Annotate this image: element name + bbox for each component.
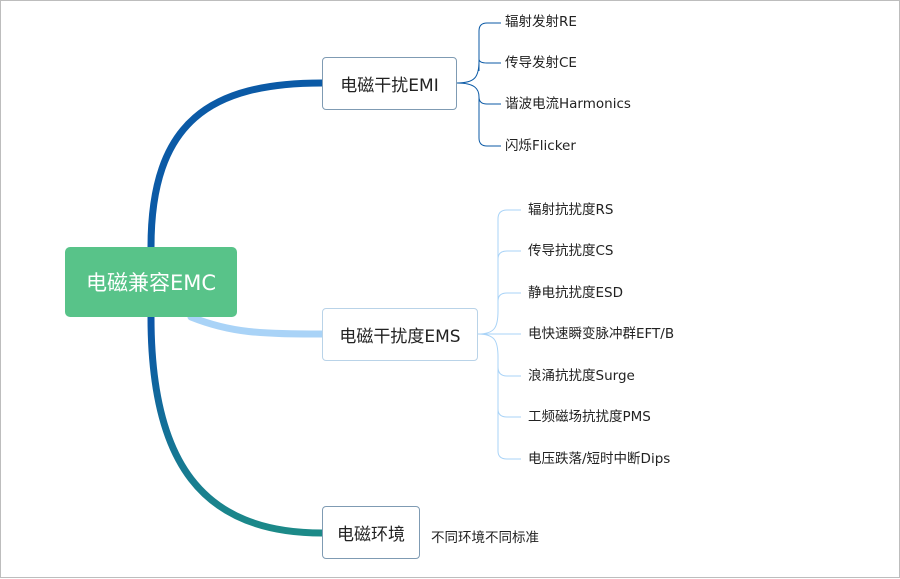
connector-ems-6 bbox=[497, 366, 521, 377]
leaf-ems-pms[interactable]: 工频磁场抗扰度PMS bbox=[528, 409, 651, 425]
leaf-ems-esd[interactable]: 静电抗扰度ESD bbox=[528, 285, 623, 301]
connector-ems-5 bbox=[477, 333, 521, 460]
leaf-ems-cs[interactable]: 传导抗扰度CS bbox=[528, 243, 614, 259]
topic-ems[interactable]: 电磁干扰度EMS bbox=[322, 308, 478, 361]
connector-ems-2 bbox=[497, 250, 521, 260]
leaf-emi-harmonics[interactable]: 谐波电流Harmonics bbox=[505, 96, 631, 112]
leaf-ems-dips[interactable]: 电压跌落/短时中断Dips bbox=[528, 451, 671, 467]
branch-env bbox=[147, 313, 326, 537]
root-node[interactable]: 电磁兼容EMC bbox=[65, 247, 237, 317]
connector-emi-4 bbox=[478, 97, 501, 147]
leaf-ems-eft[interactable]: 电快速瞬变脉冲群EFT/B bbox=[528, 326, 675, 342]
branch-emi bbox=[147, 79, 326, 251]
connector-ems-7 bbox=[497, 408, 521, 418]
leaf-emi-re[interactable]: 辐射发射RE bbox=[505, 14, 577, 30]
env-note: 不同环境不同标准 bbox=[431, 530, 539, 546]
topic-emi[interactable]: 电磁干扰EMI bbox=[322, 57, 457, 110]
connector-emi-2 bbox=[478, 58, 501, 71]
leaf-ems-rs[interactable]: 辐射抗扰度RS bbox=[528, 202, 614, 218]
branch-ems bbox=[187, 313, 326, 338]
leaf-emi-ce[interactable]: 传导发射CE bbox=[505, 55, 577, 71]
topic-env[interactable]: 电磁环境 bbox=[322, 506, 420, 559]
leaf-emi-flicker[interactable]: 闪烁Flicker bbox=[505, 138, 576, 154]
connector-ems-3 bbox=[497, 292, 521, 302]
connector-emi-1 bbox=[456, 22, 501, 84]
connector-ems-1 bbox=[477, 209, 521, 335]
leaf-ems-surge[interactable]: 浪涌抗扰度Surge bbox=[528, 368, 635, 384]
